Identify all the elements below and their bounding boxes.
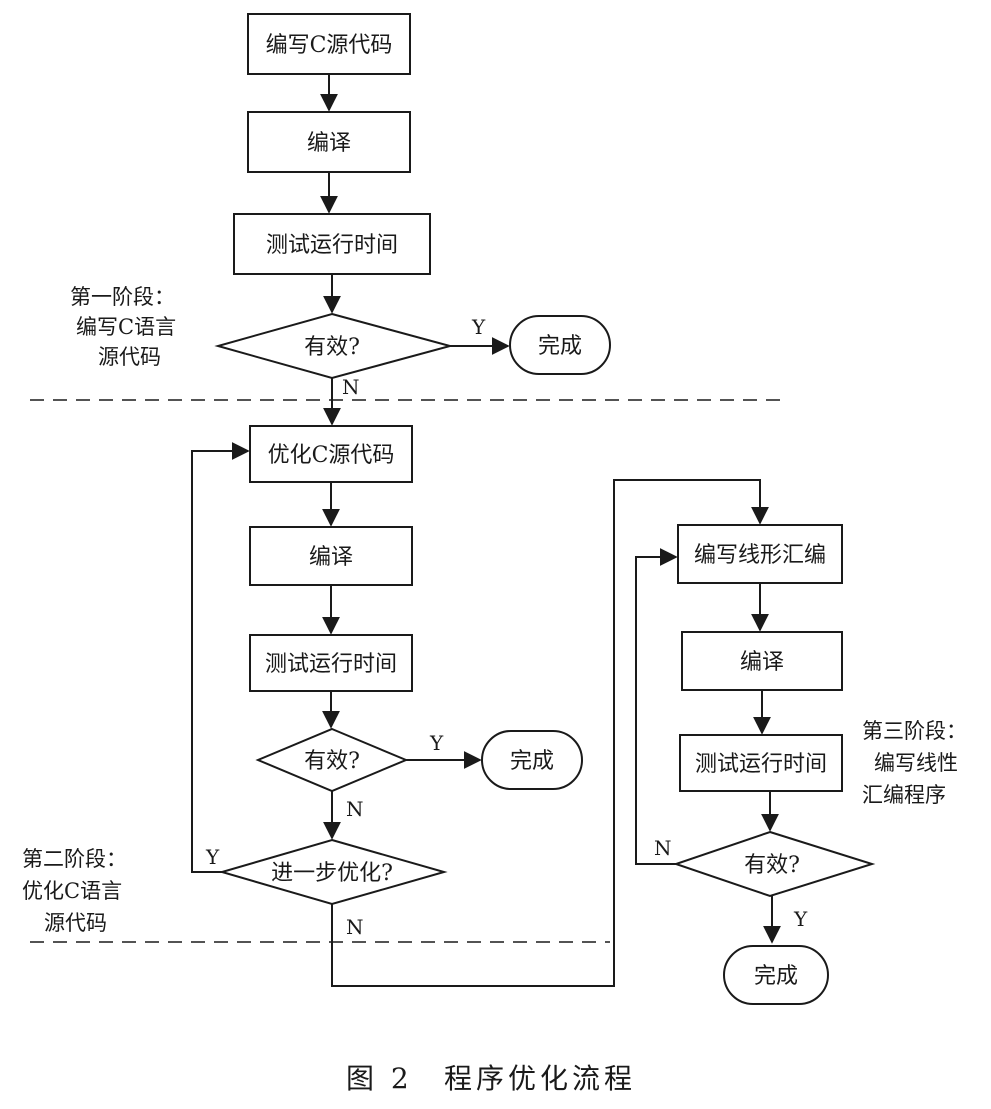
stage2-optimize-box: [249, 425, 413, 483]
stage1-decision-label: 有效?: [304, 335, 360, 360]
stage1-no-label: N: [342, 375, 360, 399]
stage1-test-box: [233, 213, 431, 275]
stage3-write-label: 编写线形汇编: [694, 543, 826, 568]
stage3-yes-label: Y: [793, 907, 808, 931]
caption-figure-number: 图 2: [346, 1062, 413, 1095]
stage1-compile-box: [247, 111, 411, 173]
stage3-loop-no-back: [635, 548, 678, 865]
stage2-title-line2: 优化C语言: [22, 879, 122, 903]
stage2-yes-label: Y: [429, 731, 444, 755]
stage2-group: 优化C源代码 编译 测试运行时间 有效? Y 完成 N 进一步优化? Y N 第…: [22, 425, 769, 987]
stage2-title-line3: 源代码: [44, 911, 107, 935]
stage1-test-label: 测试运行时间: [266, 233, 398, 258]
stage1-title-line3: 源代码: [98, 345, 161, 369]
stage3-decision-label: 有效?: [744, 853, 800, 878]
stage3-done-label: 完成: [754, 964, 798, 989]
stage3-done-terminal: [723, 945, 829, 1005]
stage1-done-label: 完成: [538, 334, 582, 359]
stage2-further-no-label: N: [346, 915, 364, 939]
stage3-compile-box: [681, 631, 843, 691]
stage3-test-box: [679, 734, 843, 792]
stage2-title: 第二阶段：: [22, 847, 127, 871]
stage1-compile-label: 编译: [307, 131, 351, 156]
stage2-decision-label: 有效?: [304, 749, 360, 774]
stage3-decision-diamond: [672, 830, 876, 898]
stage1-write-label: 编写C源代码: [266, 33, 393, 58]
stage2-compile-label: 编译: [309, 545, 353, 570]
stage2-further-label: 进一步优化?: [271, 861, 393, 886]
stage3-no-label: N: [654, 836, 672, 860]
stage1-title: 第一阶段：: [70, 285, 175, 309]
stage3-title: 第三阶段：: [862, 719, 967, 743]
stage1-group: 编写C源代码 编译 测试运行时间 有效? Y 完成 第一阶段： 编写C语言 源代…: [70, 13, 611, 426]
stage3-compile-label: 编译: [740, 650, 784, 675]
stage2-optimize-label: 优化C源代码: [268, 443, 395, 468]
stage2-loop-yes-label: Y: [205, 845, 220, 869]
stage1-done-terminal: [509, 315, 611, 375]
stage2-no-to-stage3: [331, 479, 769, 987]
stage3-test-label: 测试运行时间: [695, 752, 827, 777]
stage3-title-line2: 编写线性: [874, 751, 958, 775]
stage1-title-line2: 编写C语言: [76, 315, 176, 339]
stage3-group: 编写线形汇编 编译 测试运行时间 有效? N Y 完成 第三阶段： 编写线性 汇…: [635, 524, 967, 1005]
stage2-loop-yes-back: [191, 442, 250, 873]
stage2-test-label: 测试运行时间: [265, 652, 397, 677]
stage2-no-label: N: [346, 797, 364, 821]
stage1-yes-label: Y: [471, 315, 486, 339]
stage1-write-box: [247, 13, 411, 75]
stage2-done-terminal: [481, 730, 583, 790]
caption-title: 程序优化流程: [444, 1062, 636, 1095]
stage3-write-box: [677, 524, 843, 584]
stage3-title-line3: 汇编程序: [862, 783, 946, 807]
stage2-done-label: 完成: [510, 749, 554, 774]
